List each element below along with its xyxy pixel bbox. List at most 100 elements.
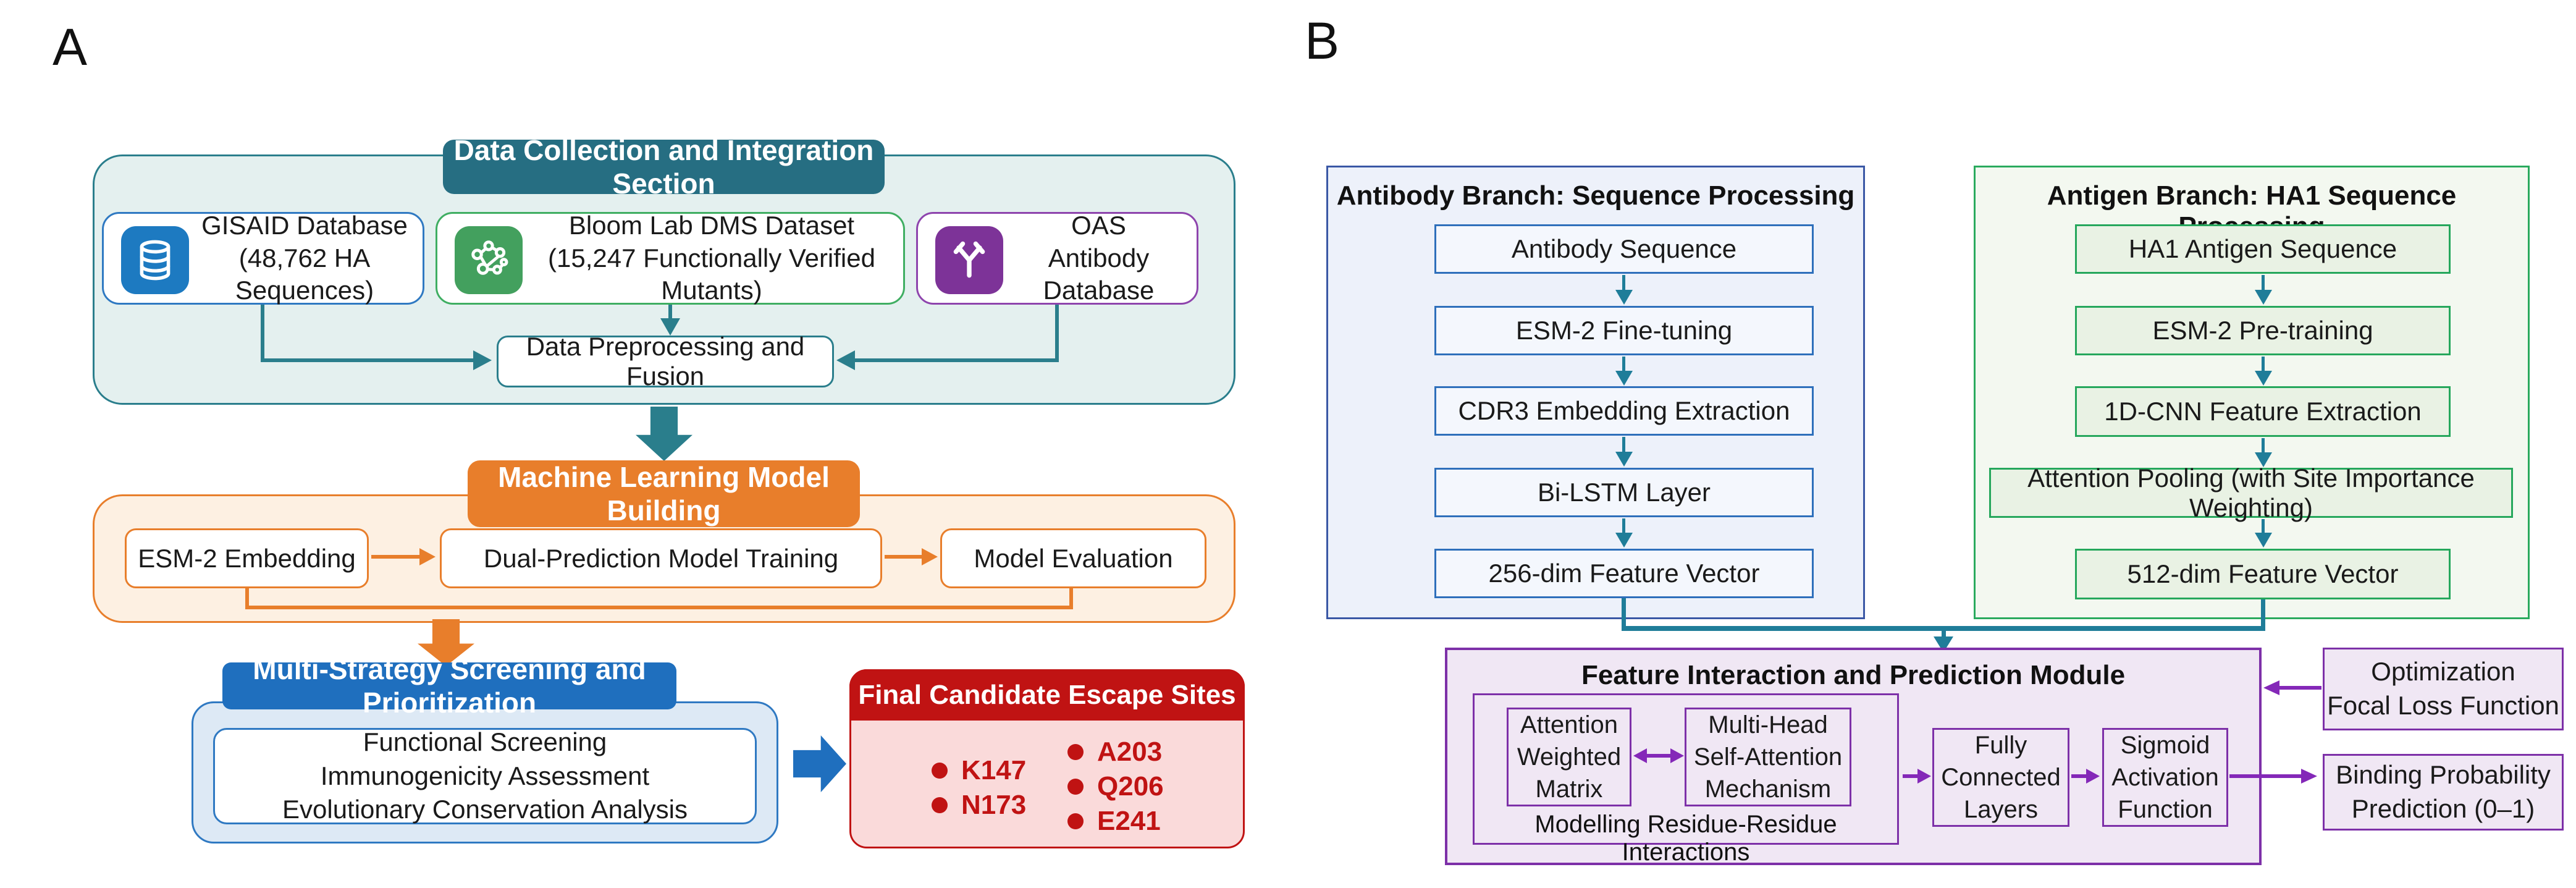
connector-esm2-to-dual bbox=[371, 555, 419, 559]
antigen-arrow-2 bbox=[2262, 357, 2265, 373]
bullet-dot bbox=[932, 763, 948, 779]
binding-probability-box: Binding Probability Prediction (0–1) bbox=[2323, 754, 2564, 831]
antibody-arrowhead-4 bbox=[1615, 533, 1633, 548]
merge-right-drop bbox=[2261, 599, 2265, 630]
antibody-arrow-1 bbox=[1622, 275, 1625, 291]
panel-a-label: A bbox=[53, 18, 88, 76]
panel-b-label: B bbox=[1305, 12, 1340, 70]
oas-source-box: OAS Antibody Database bbox=[916, 211, 1198, 305]
connector-oas-left bbox=[855, 358, 1059, 362]
connector-dual-to-eval bbox=[885, 555, 922, 559]
attention-weighted-matrix-box: Attention Weighted Matrix bbox=[1507, 708, 1631, 806]
antibody-step-sequence: Antibody Sequence bbox=[1434, 224, 1814, 274]
antigen-arrow-3 bbox=[2262, 438, 2265, 454]
section-arrow-collection-to-ml bbox=[636, 407, 692, 461]
connector-gisaid-down bbox=[261, 305, 264, 360]
gisaid-subtitle: (48,762 HA Sequences) bbox=[235, 243, 374, 305]
final-sites-card: Final Candidate Escape Sites bbox=[849, 669, 1245, 848]
bullet-dot bbox=[1067, 813, 1084, 829]
site-k147: K147 bbox=[932, 755, 1026, 786]
data-collection-header: Data Collection and Integration Section bbox=[443, 134, 885, 200]
arrowhead-dual-to-eval bbox=[922, 548, 938, 565]
connector-feedback-bottom bbox=[245, 606, 1073, 609]
site-a203: A203 bbox=[1067, 737, 1162, 767]
arrow-sigmoid-to-binding-head bbox=[2301, 769, 2317, 784]
bullet-dot bbox=[1067, 779, 1084, 795]
screening-list-box: Functional Screening Immunogenicity Asse… bbox=[213, 727, 757, 824]
bidi-arrowhead-right bbox=[1670, 748, 1684, 763]
antigen-step-512dim: 512-dim Feature Vector bbox=[2075, 549, 2451, 599]
screening-header: Multi-Strategy Screening and Prioritizat… bbox=[222, 653, 676, 719]
merge-center-drop bbox=[1942, 630, 1946, 638]
arrow-optimization-head bbox=[2263, 680, 2279, 695]
antibody-step-256dim: 256-dim Feature Vector bbox=[1434, 549, 1814, 598]
optimization-line2: Focal Loss Function bbox=[2327, 691, 2559, 720]
site-label: E241 bbox=[1097, 806, 1161, 836]
arrow-sigmoid-to-binding-line bbox=[2229, 774, 2302, 778]
fusion-box: Data Preprocessing and Fusion bbox=[497, 332, 834, 391]
bloom-source-box: Bloom Lab DMS Dataset (15,247 Functional… bbox=[436, 211, 905, 305]
antibody-arrow-2 bbox=[1622, 357, 1625, 373]
ml-step-dual-prediction: Dual-Prediction Model Training bbox=[440, 528, 882, 588]
oas-subtitle: Antibody Database bbox=[1043, 243, 1155, 305]
antibody-step-bilstm: Bi-LSTM Layer bbox=[1434, 468, 1814, 517]
antibody-arrow-4 bbox=[1622, 518, 1625, 535]
connector-gisaid-right bbox=[261, 358, 476, 362]
arrow-residue-to-fc-line bbox=[1903, 774, 1919, 778]
site-q206: Q206 bbox=[1067, 771, 1164, 802]
connector-feedback-right bbox=[1069, 588, 1073, 609]
bidi-arrow-line bbox=[1644, 754, 1672, 758]
antibody-arrowhead-1 bbox=[1615, 290, 1633, 305]
binding-line1: Binding Probability bbox=[2336, 760, 2551, 790]
antibody-arrow-3 bbox=[1622, 437, 1625, 453]
arrow-optimization-line bbox=[2279, 686, 2321, 690]
antigen-arrow-1 bbox=[2262, 275, 2265, 291]
network-icon bbox=[455, 226, 523, 294]
bullet-dot bbox=[1067, 744, 1084, 760]
final-sites-header: Final Candidate Escape Sites bbox=[849, 669, 1245, 721]
antibody-arrowhead-3 bbox=[1615, 452, 1633, 467]
arrowhead-gisaid bbox=[473, 350, 492, 370]
database-icon bbox=[121, 226, 189, 294]
bloom-title: Bloom Lab DMS Dataset bbox=[568, 211, 855, 240]
oas-title: OAS bbox=[1071, 211, 1126, 240]
merge-left-drop bbox=[1622, 598, 1626, 630]
ml-step-esm2: ESM-2 Embedding bbox=[125, 528, 369, 588]
antigen-arrowhead-2 bbox=[2255, 371, 2272, 386]
merge-bar bbox=[1622, 626, 2265, 631]
optimization-box: Optimization Focal Loss Function bbox=[2323, 648, 2564, 730]
screening-item-immunogenicity: Immunogenicity Assessment bbox=[320, 761, 650, 790]
antigen-arrow-4 bbox=[2262, 519, 2265, 535]
residue-interactions-caption: Modelling Residue-Residue Interactions bbox=[1534, 811, 1837, 866]
optimization-line1: Optimization bbox=[2371, 657, 2515, 687]
bidi-arrowhead-left bbox=[1633, 748, 1647, 763]
antibody-arrowhead-2 bbox=[1615, 371, 1633, 386]
antigen-step-esm2-pretraining: ESM-2 Pre-training bbox=[2075, 306, 2451, 355]
antigen-arrowhead-1 bbox=[2255, 290, 2272, 305]
screening-item-evolutionary: Evolutionary Conservation Analysis bbox=[282, 795, 688, 824]
bullet-dot bbox=[932, 797, 948, 813]
screening-item-functional: Functional Screening bbox=[363, 727, 607, 757]
residue-interactions-box bbox=[1473, 693, 1899, 845]
antigen-step-1dcnn: 1D-CNN Feature Extraction bbox=[2075, 386, 2451, 437]
arrowhead-bloom bbox=[660, 318, 680, 336]
antigen-step-attention-pooling: Attention Pooling (with Site Importance … bbox=[1989, 463, 2513, 522]
gisaid-title: GISAID Database bbox=[201, 211, 408, 240]
antibody-branch-title: Antibody Branch: Sequence Processing bbox=[1336, 180, 1855, 211]
site-e241: E241 bbox=[1067, 806, 1161, 837]
feature-module-title: Feature Interaction and Prediction Modul… bbox=[1581, 660, 2126, 690]
antigen-arrowhead-3 bbox=[2255, 452, 2272, 467]
sigmoid-box: Sigmoid Activation Function bbox=[2102, 728, 2228, 827]
connector-oas-down bbox=[1055, 305, 1059, 360]
gisaid-source-box: GISAID Database (48,762 HA Sequences) bbox=[102, 211, 424, 305]
bloom-subtitle: (15,247 Functionally Verified Mutants) bbox=[548, 243, 875, 305]
arrow-fc-to-sigmoid-line bbox=[2071, 774, 2087, 778]
arrow-fc-to-sigmoid-head bbox=[2086, 769, 2100, 784]
antigen-arrowhead-4 bbox=[2255, 533, 2272, 548]
multi-head-self-attention-box: Multi-Head Self-Attention Mechanism bbox=[1685, 708, 1851, 806]
site-n173: N173 bbox=[932, 790, 1026, 821]
site-label: Q206 bbox=[1097, 771, 1164, 801]
site-label: K147 bbox=[961, 755, 1027, 785]
antibody-step-esm2-finetuning: ESM-2 Fine-tuning bbox=[1434, 306, 1814, 355]
